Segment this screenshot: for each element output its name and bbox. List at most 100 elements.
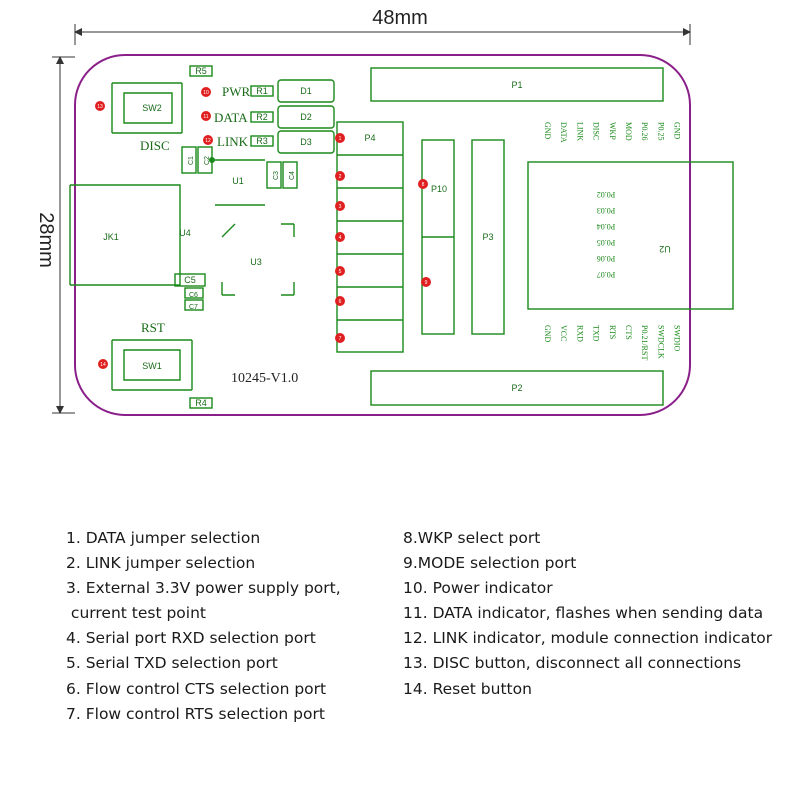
u4-label: U4	[179, 228, 191, 238]
d3-label: D3	[300, 137, 312, 147]
r3-label: R3	[256, 136, 268, 146]
legend-item: 13. DISC button, disconnect all connecti…	[403, 654, 742, 673]
top-pin-label: GND	[673, 122, 682, 140]
led-d3	[277, 130, 335, 154]
legend-item: 7. Flow control RTS selection port	[66, 704, 325, 723]
marker-number: 13	[97, 104, 103, 110]
bottom-pin-label: SWDCLK	[656, 325, 665, 359]
p1-label: P1	[511, 80, 522, 90]
switch-sw1	[111, 339, 193, 391]
chip-u3	[221, 223, 295, 296]
header-p3	[471, 139, 505, 335]
c2-label: C2	[204, 156, 211, 165]
marker-number: 14	[100, 362, 106, 368]
r5-label: R5	[195, 66, 207, 76]
top-pin-label: DATA	[559, 122, 568, 143]
marker-dot	[418, 179, 428, 189]
p2-label: P2	[511, 383, 522, 393]
module-pin-label: P0.03	[597, 206, 615, 215]
top-pin-label: GND	[543, 122, 552, 140]
legend-item: 4. Serial port RXD selection port	[66, 629, 316, 648]
legend-item: current test point	[66, 604, 206, 623]
bottom-pin-label: RXD	[575, 325, 584, 342]
width-label: 48mm	[372, 7, 428, 29]
header-p4	[336, 121, 404, 353]
top-pin-label: P0.25	[656, 122, 665, 140]
p10-label: P10	[431, 184, 447, 194]
marker-number: 4	[339, 235, 342, 241]
marker-dot	[335, 266, 345, 276]
marker-number: 8	[422, 182, 425, 188]
r4-label: R4	[195, 398, 207, 408]
top-pin-label: LINK	[575, 122, 584, 141]
bottom-pin-label: CTS	[624, 325, 633, 340]
legend-item: 6. Flow control CTS selection port	[66, 679, 327, 698]
bottom-pin-label: RTS	[608, 325, 617, 339]
top-pin-label: DISC	[592, 122, 601, 140]
marker-dot	[335, 171, 345, 181]
version-label: 10245-V1.0	[231, 371, 298, 386]
marker-number: 9	[425, 280, 428, 286]
top-pin-label: WKP	[608, 122, 617, 140]
marker-number: 3	[339, 204, 342, 210]
bottom-pin-label: VCC	[559, 325, 568, 341]
header-p1	[370, 67, 664, 102]
marker-dot	[98, 359, 108, 369]
legend-item: 10. Power indicator	[403, 579, 553, 598]
marker-dot	[335, 232, 345, 242]
u2-label: U2	[659, 244, 671, 254]
height-dimension: 28mm	[35, 56, 75, 414]
module-pin-label: P0.05	[597, 238, 615, 247]
jk1-label: JK1	[103, 232, 119, 242]
marker-dot	[335, 296, 345, 306]
top-pin-label: MOD	[624, 122, 633, 141]
bottom-pin-label: SWDIO	[673, 325, 682, 351]
marker-dot	[203, 135, 213, 145]
bottom-pin-label: GND	[543, 325, 552, 343]
data-label: DATA	[214, 110, 248, 125]
p3-label: P3	[482, 232, 493, 242]
bottom-pin-label: TXD	[592, 325, 601, 342]
legend-item: 11. DATA indicator, flashes when sending…	[403, 604, 764, 623]
c6-label: C6	[189, 292, 198, 299]
header-p2	[370, 370, 664, 406]
module-pin-label: P0.06	[597, 254, 615, 263]
marker-number: 5	[339, 269, 342, 275]
rst-label: RST	[141, 320, 165, 335]
module-pin-label: P0.02	[597, 190, 615, 199]
switch-sw2	[111, 82, 183, 134]
led-d1	[277, 79, 335, 103]
marker-dot	[335, 201, 345, 211]
r1-label: R1	[256, 86, 268, 96]
c7-label: C7	[189, 304, 198, 311]
disc-label: DISC	[140, 138, 170, 153]
marker-number: 7	[339, 336, 342, 342]
link-label: LINK	[217, 134, 249, 149]
legend-item: 8.WKP select port	[403, 529, 541, 547]
bottom-pin-label: P0.21/RST	[640, 325, 649, 360]
marker-dot	[201, 111, 211, 121]
marker-number: 12	[205, 138, 211, 144]
marker-dot	[95, 101, 105, 111]
regulator-u1	[215, 159, 265, 206]
jack-jk1	[69, 184, 181, 286]
height-label: 28mm	[35, 212, 57, 268]
p4-label: P4	[364, 133, 375, 143]
c1-label: C1	[188, 156, 195, 165]
marker-dot	[421, 277, 431, 287]
pwr-label: PWR	[222, 84, 251, 99]
marker-number: 2	[339, 174, 342, 180]
c3-label: C3	[273, 171, 280, 180]
u3-label: U3	[250, 257, 262, 267]
marker-number: 10	[203, 90, 209, 96]
marker-dot	[335, 133, 345, 143]
legend-item: 2. LINK jumper selection	[66, 554, 256, 573]
legend-left-column: 1. DATA jumper selection 2. LINK jumper …	[66, 526, 341, 727]
legend-right-column: 8.WKP select port 9.MODE selection port …	[403, 526, 772, 702]
legend-item: 9.MODE selection port	[403, 554, 577, 573]
width-dimension: 48mm	[74, 7, 691, 45]
legend-item: 3. External 3.3V power supply port,	[66, 579, 341, 598]
